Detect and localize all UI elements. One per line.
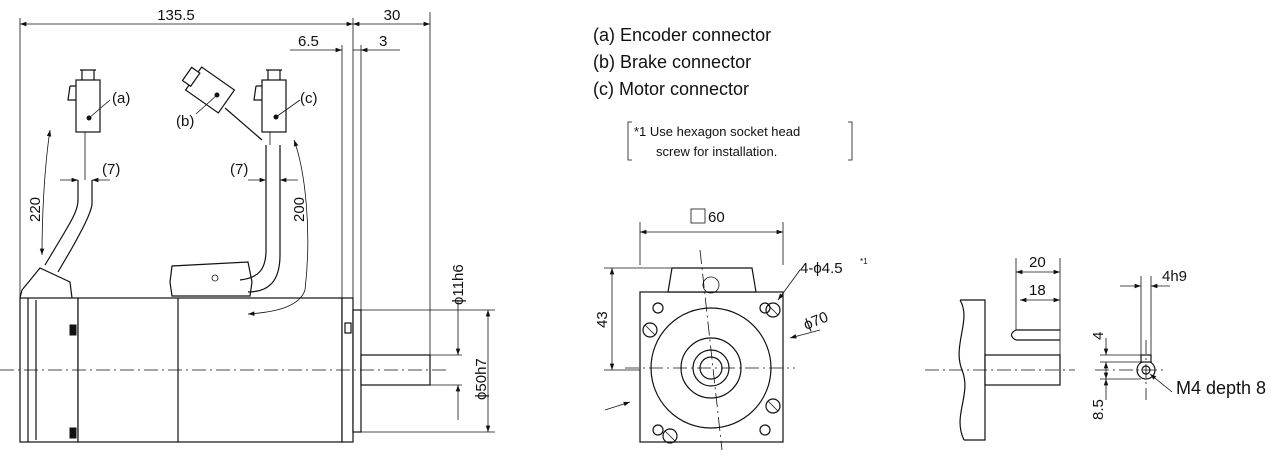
motor-cable-length-dim [247, 139, 309, 316]
flange-thickness-label: 6.5 [298, 33, 319, 50]
tag-a: (a) [112, 90, 130, 107]
center-height-label: 8.5 [1090, 399, 1107, 420]
key-length-label: 18 [1029, 282, 1046, 299]
cable-dia-left-label: (7) [102, 161, 120, 178]
encoder-cable [44, 180, 79, 266]
front-height-label: 43 [594, 311, 611, 328]
mount-holes-label: 4-ϕ4.5 [800, 260, 843, 277]
encoder-connector-a [75, 79, 101, 133]
legend-a: (a) Encoder connector [593, 25, 771, 45]
tapped-hole-label: M4 depth 8 [1176, 378, 1266, 398]
key-total-label: 20 [1029, 254, 1046, 271]
total-length-label: 135.5 [157, 7, 195, 24]
brake-connector-b [181, 66, 236, 114]
motor-connector-c [261, 79, 287, 133]
tag-c: (c) [300, 90, 318, 107]
power-cable-gland [169, 261, 253, 297]
tag-b: (b) [176, 113, 194, 130]
shaft-detail: 20 18 4h9 4 8.5 M4 depth 8 [925, 254, 1266, 441]
motor-cable-length-label: 200 [291, 197, 308, 222]
mount-holes-note-mark: *1 [860, 257, 868, 266]
key-width-label: 4h9 [1162, 268, 1187, 285]
flange-size-label: 60 [708, 209, 725, 226]
side-view: 135.5 30 6.5 3 (a) [0, 7, 495, 443]
legend-c: (c) Motor connector [593, 79, 749, 99]
spigot-dia-label: ϕ50h7 [473, 358, 490, 400]
pcd-label: ϕ70 [801, 309, 831, 334]
note-line-1: *1 Use hexagon socket head [634, 124, 800, 139]
shaft-dia-label: ϕ11h6 [450, 264, 467, 305]
shaft-length-label: 30 [384, 7, 401, 24]
front-cable-gland [667, 267, 757, 293]
front-flange [639, 291, 784, 443]
front-view: 60 43 4-ϕ4.5 * [594, 208, 868, 451]
encoder-cable-length-label: 220 [27, 197, 44, 222]
encoder-cover [19, 267, 73, 299]
key-depth-label: 4 [1090, 332, 1107, 340]
legend-b: (b) Brake connector [593, 52, 751, 72]
cable-dia-right-label: (7) [230, 161, 248, 178]
installation-note: *1 Use hexagon socket head screw for ins… [627, 121, 853, 161]
spigot [352, 309, 362, 433]
mount-holes [642, 302, 781, 444]
encoder-cable-length-dim [39, 129, 52, 256]
flange-step-label: 3 [379, 33, 387, 50]
note-line-2: screw for installation. [656, 144, 777, 159]
keyway [1010, 329, 1060, 341]
square-symbol [690, 208, 706, 224]
legend: (a) Encoder connector (b) Brake connecto… [593, 25, 771, 99]
